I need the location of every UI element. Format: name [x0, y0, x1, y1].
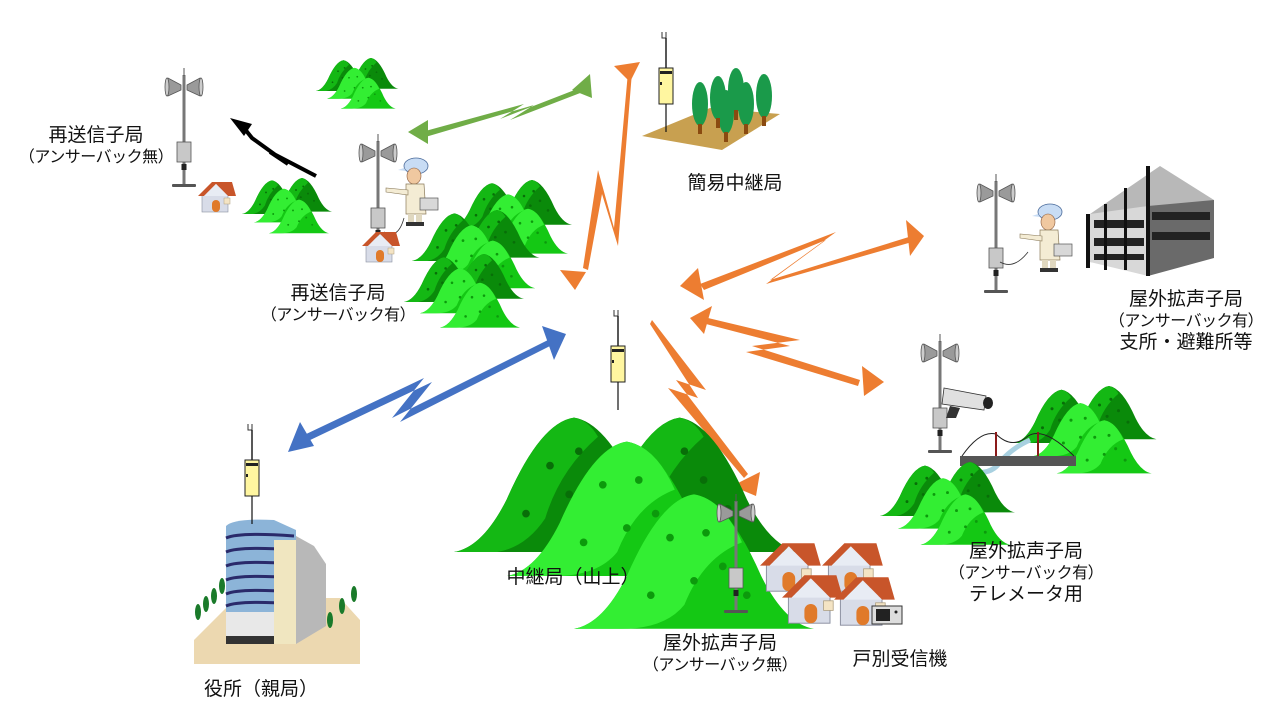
- node-note: （アンサーバック有）: [948, 563, 1104, 583]
- node-name: 再送信子局: [290, 282, 386, 304]
- link-mountain-to-outdoor-telemeter: [690, 306, 884, 396]
- outdoor-branch-station: [976, 166, 1214, 294]
- link-city-hall-to-mountain: [288, 326, 566, 452]
- link-mountain-to-simple-relay: [560, 62, 640, 290]
- bridge-icon: [960, 432, 1076, 466]
- node-name: 屋外拡声子局: [968, 540, 1083, 562]
- node-name: 屋外拡声子局: [1128, 288, 1243, 310]
- node-note: （アンサーバック無）: [642, 655, 798, 675]
- link-resend-to-simple-relay: [408, 74, 592, 144]
- label-city-hall: 役所（親局）: [186, 678, 336, 701]
- label-simple-relay: 簡易中継局: [660, 172, 810, 195]
- household-receivers-group: [759, 542, 903, 627]
- node-name: 中継局（山上）: [506, 566, 640, 588]
- outdoor-telemeter-station: [880, 333, 1157, 545]
- label-household-receiver: 戸別受信機: [820, 648, 980, 671]
- node-name: 戸別受信機: [852, 648, 948, 670]
- camera-icon: [941, 387, 993, 418]
- city-hall-station: [194, 423, 360, 664]
- label-outdoor-telemeter: 屋外拡声子局 （アンサーバック有） テレメータ用: [936, 540, 1116, 606]
- node-note: （アンサーバック有）: [1108, 311, 1264, 331]
- link-mountain-to-outdoor-no-answer: [650, 320, 760, 496]
- node-note: （アンサーバック有）: [260, 305, 416, 325]
- resend-answer-station: [358, 133, 439, 263]
- node-name: 役所（親局）: [203, 678, 318, 700]
- link-resend-to-resend-no-answer: [230, 118, 317, 178]
- city-hall-building-icon: [225, 519, 326, 644]
- simple-relay-station: [642, 31, 780, 150]
- node-name: 再送信子局: [48, 124, 144, 146]
- label-mountain-relay: 中継局（山上）: [488, 566, 658, 589]
- household-receiver-icon: [871, 605, 903, 625]
- node-extra: テレメータ用: [968, 582, 1083, 605]
- label-resend-answer: 再送信子局 （アンサーバック有）: [248, 282, 428, 325]
- label-outdoor-branch: 屋外拡声子局 （アンサーバック有） 支所・避難所等: [1096, 288, 1276, 354]
- node-note: （アンサーバック無）: [18, 147, 174, 167]
- branch-office-building-icon: [1086, 166, 1214, 276]
- label-outdoor-no-answer: 屋外拡声子局 （アンサーバック無）: [630, 632, 810, 675]
- node-extra: 支所・避難所等: [1119, 330, 1253, 353]
- node-name: 簡易中継局: [687, 172, 783, 194]
- node-name: 屋外拡声子局: [662, 632, 777, 654]
- label-resend-no-answer: 再送信子局 （アンサーバック無）: [6, 124, 186, 167]
- link-mountain-to-outdoor-branch: [680, 220, 924, 300]
